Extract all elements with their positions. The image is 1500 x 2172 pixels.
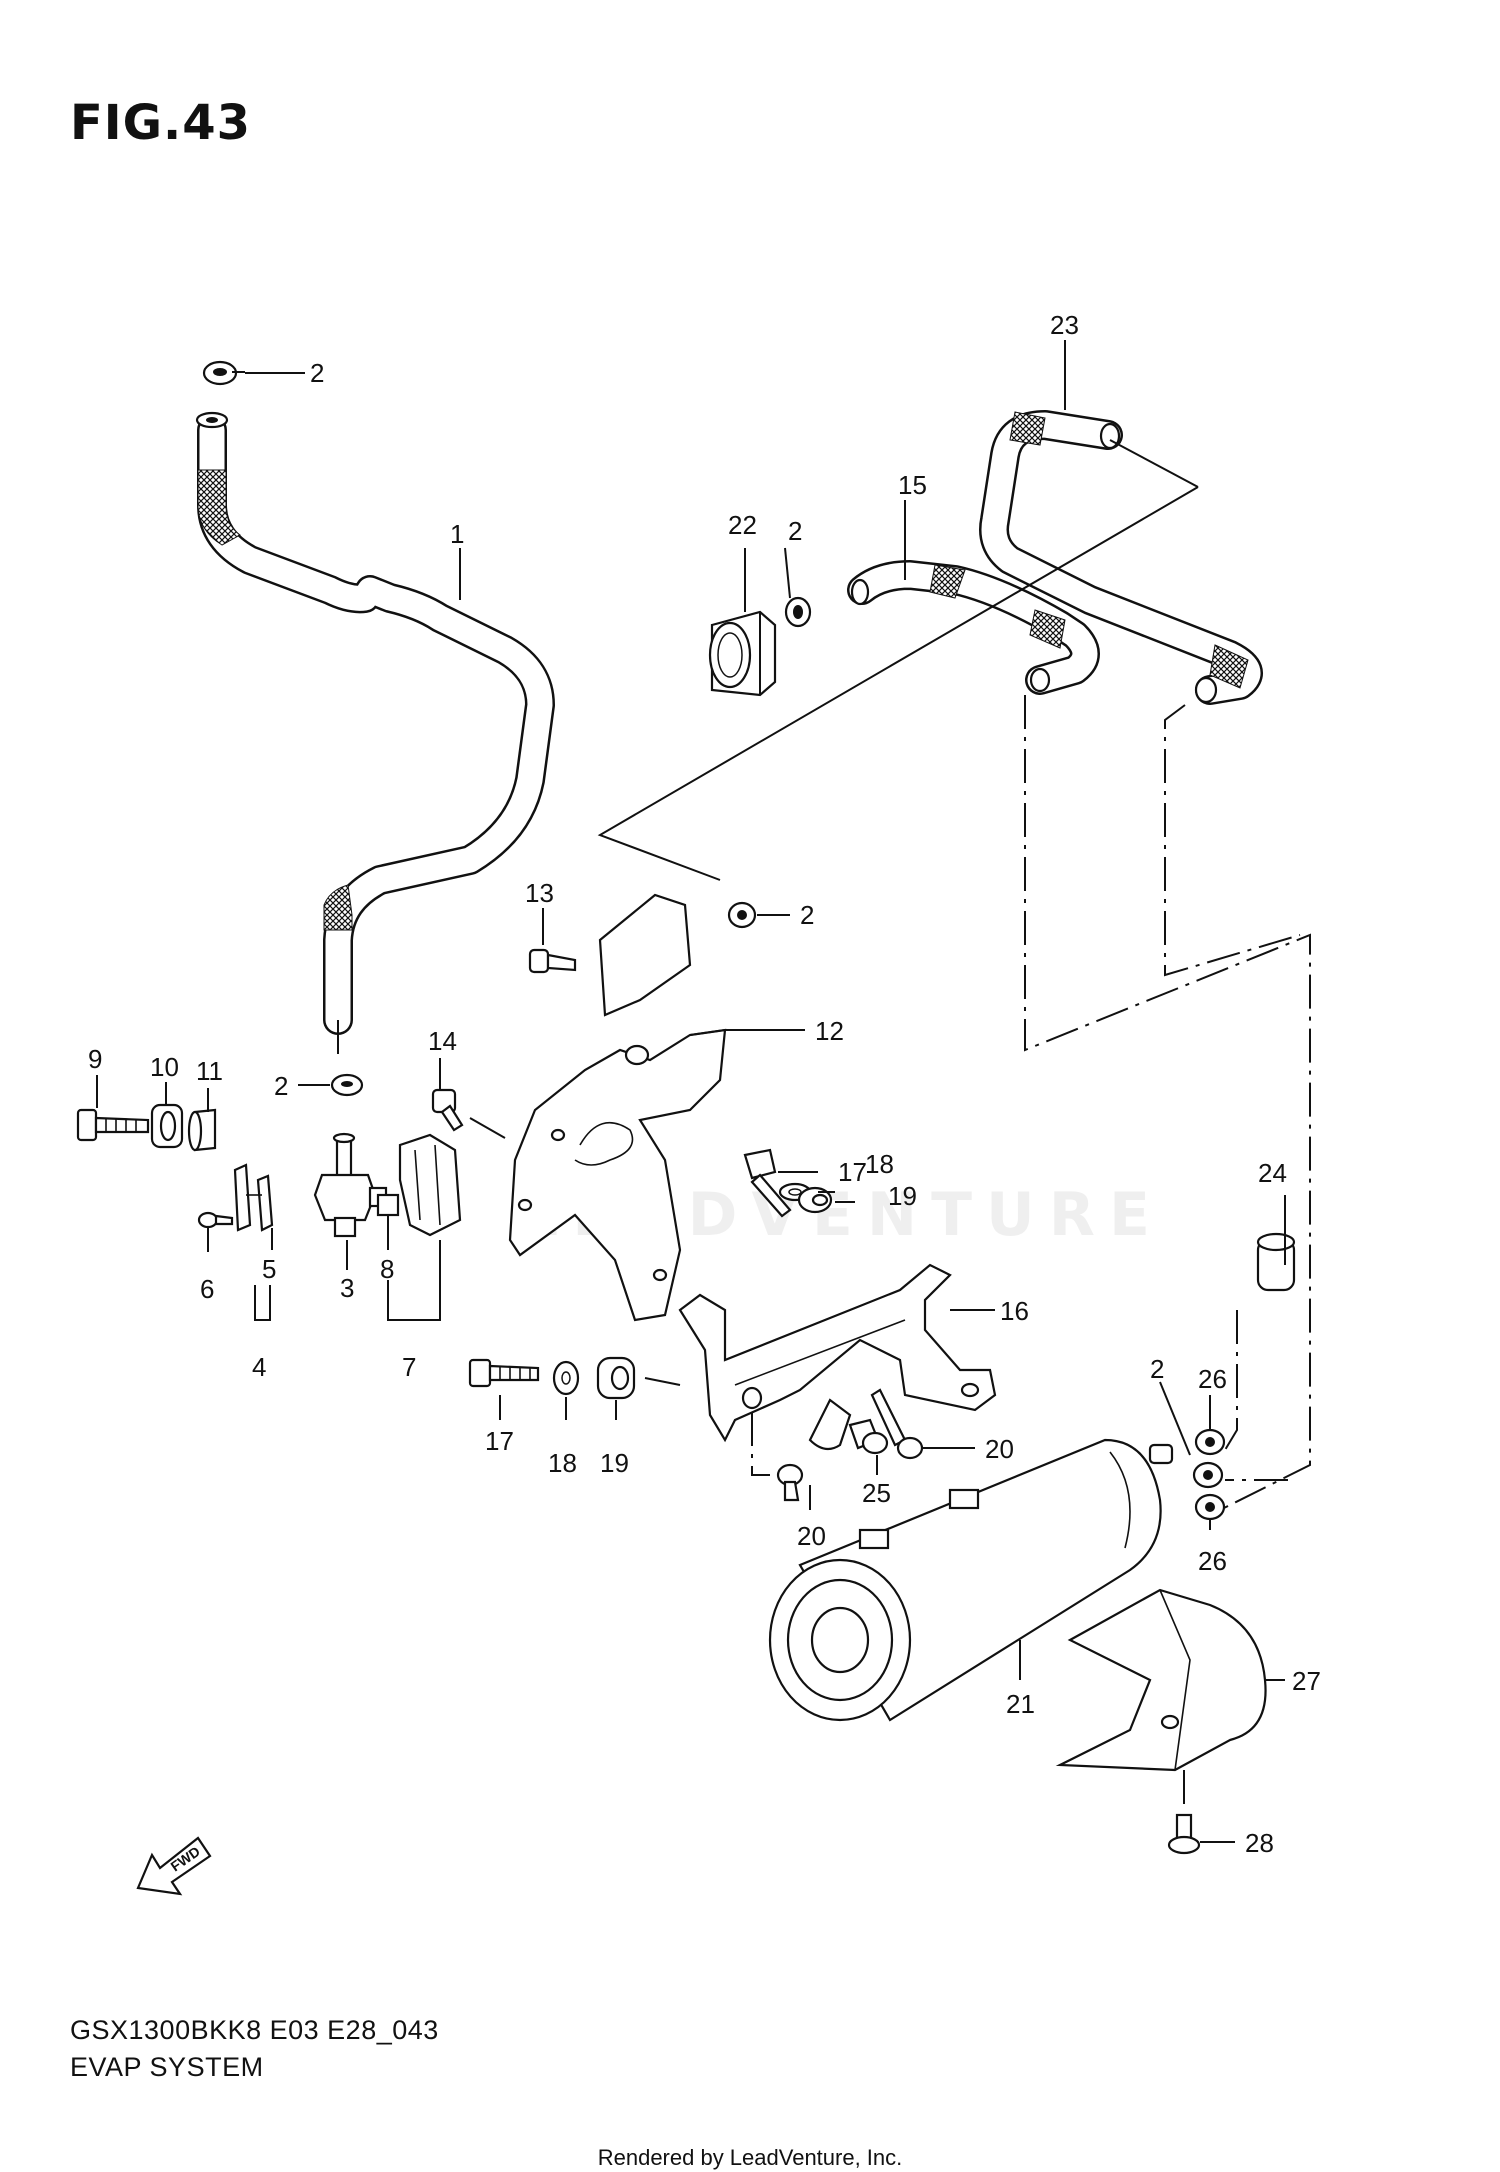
clamp-2-middle[interactable] [727,901,757,929]
callout-24[interactable]: 24 [1258,1158,1287,1188]
callout-3[interactable]: 3 [340,1273,354,1303]
callout-11[interactable]: 11 [196,1056,223,1086]
clamp-2-lower-left[interactable] [330,1073,364,1097]
callout-6[interactable]: 6 [200,1274,214,1304]
callout-2-canister[interactable]: 2 [1150,1354,1164,1384]
bolt-17-lower[interactable] [468,1358,540,1388]
screw-6[interactable] [197,1211,234,1229]
callout-1[interactable]: 1 [450,519,464,549]
leader-lines [96,340,1286,1843]
callout-2-middle[interactable]: 2 [800,900,814,930]
callout-20-lower[interactable]: 20 [797,1521,826,1551]
hose-23[interactable] [979,410,1263,705]
bolt-9[interactable] [76,1108,150,1142]
clamp-2-upper-middle[interactable] [784,596,812,628]
callout-8[interactable]: 8 [380,1254,394,1284]
callout-9[interactable]: 9 [88,1044,102,1074]
bracket-line-7 [387,1240,441,1321]
callout-28[interactable]: 28 [1245,1828,1274,1858]
callout-4[interactable]: 4 [252,1352,266,1382]
clip-20-lower[interactable] [751,1412,804,1502]
callout-13[interactable]: 13 [525,878,554,908]
callout-26-upper[interactable]: 26 [1198,1364,1227,1394]
washer-18-lower[interactable] [552,1360,580,1396]
callout-20-right[interactable]: 20 [985,1434,1014,1464]
collar-11[interactable] [187,1108,217,1152]
callout-21[interactable]: 21 [1006,1689,1035,1719]
bracket-5[interactable] [233,1163,274,1232]
holder-27[interactable] [1055,1588,1267,1772]
callout-19-upper[interactable]: 19 [888,1181,917,1211]
bracket-line-4 [254,1285,271,1321]
canister-21[interactable] [768,1438,1174,1722]
bracket-12[interactable] [508,893,727,1322]
callout-2-top-left[interactable]: 2 [310,358,324,388]
figure-title: FIG.43 [70,95,252,151]
callout-23[interactable]: 23 [1050,310,1079,340]
screw-28[interactable] [1167,1770,1201,1855]
callout-27[interactable]: 27 [1292,1666,1321,1696]
bolt-25[interactable] [848,1418,889,1455]
callout-labels: 1 2 2 2 2 2 3 4 5 6 7 8 9 10 11 12 13 14… [88,310,1321,1858]
hose-1[interactable] [195,411,555,1035]
callout-19-lower[interactable]: 19 [600,1448,629,1478]
callout-26-lower[interactable]: 26 [1198,1546,1227,1576]
model-code: GSX1300BKK8 E03 E28_043 [70,2015,439,2045]
hose-24[interactable] [1256,1232,1296,1292]
callout-16[interactable]: 16 [1000,1296,1029,1326]
connection-lines [337,439,1311,1511]
clamp-2-canister[interactable] [1192,1461,1224,1489]
callout-15[interactable]: 15 [898,470,927,500]
fwd-arrow-icon [136,1836,212,1896]
callout-17-lower[interactable]: 17 [485,1426,514,1456]
callout-18-lower[interactable]: 18 [548,1448,577,1478]
callout-12[interactable]: 12 [815,1016,844,1046]
bracket-8[interactable] [376,1133,462,1237]
render-credit: Rendered by LeadVenture, Inc. [597,2145,903,2170]
clamp-26-lower[interactable] [1194,1493,1226,1521]
bolt-17-upper[interactable] [743,1148,792,1218]
callout-7[interactable]: 7 [402,1352,416,1382]
callout-25[interactable]: 25 [862,1478,891,1508]
bolt-14[interactable] [431,1088,506,1139]
callout-22[interactable]: 22 [728,510,757,540]
valve-3[interactable] [313,1132,388,1238]
callout-5[interactable]: 5 [262,1254,276,1284]
grommet-10[interactable] [150,1103,184,1149]
bolt-13[interactable] [528,948,577,974]
system-name: EVAP SYSTEM [70,2052,264,2082]
grommet-19-upper[interactable] [797,1186,833,1214]
callout-10[interactable]: 10 [150,1052,179,1082]
grommet-19-lower[interactable] [596,1356,681,1400]
clamp-26-upper[interactable] [1194,1428,1226,1456]
callout-18-upper[interactable]: 18 [865,1149,894,1179]
callout-14[interactable]: 14 [428,1026,457,1056]
callout-17-upper[interactable]: 17 [838,1157,867,1187]
callout-2-lower-left[interactable]: 2 [274,1071,288,1101]
bracket-16[interactable] [678,1263,997,1451]
clamp-2-top-left[interactable] [202,360,245,386]
holder-22[interactable] [708,610,777,697]
callout-2-upper-middle[interactable]: 2 [788,516,802,546]
